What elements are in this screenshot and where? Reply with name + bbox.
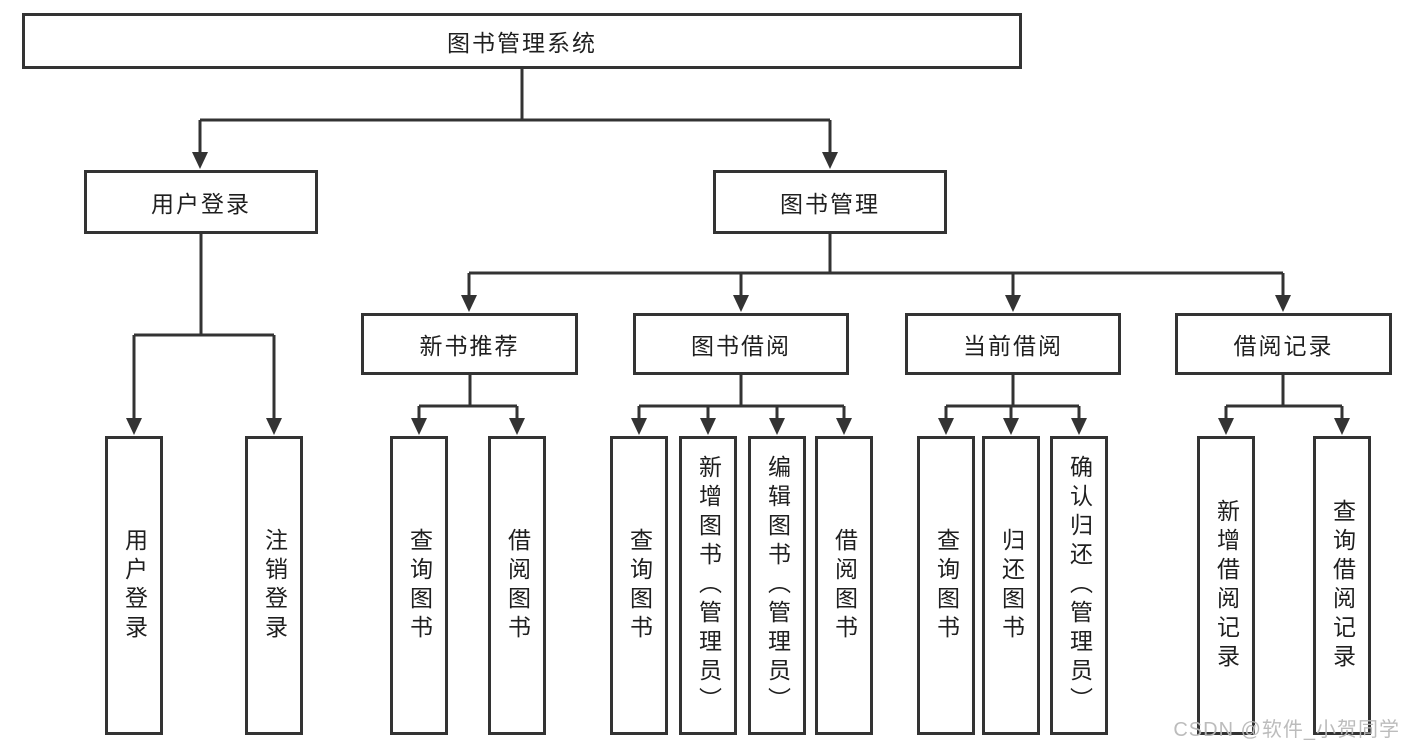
leaf-current-confirm-label: 确认归还（管理员）: [1066, 455, 1093, 716]
leaf-records-query: 查询借阅记录: [1313, 436, 1371, 735]
leaf-newbooks-borrow-label: 借阅图书: [504, 527, 531, 644]
leaf-current-return: 归还图书: [982, 436, 1040, 735]
node-root: 图书管理系统: [22, 13, 1022, 69]
leaf-newbooks-query-label: 查询图书: [406, 527, 433, 644]
node-root-label: 图书管理系统: [447, 30, 597, 56]
leaf-records-query-label: 查询借阅记录: [1329, 498, 1356, 673]
leaf-borrowing-query: 查询图书: [610, 436, 668, 735]
leaf-current-confirm: 确认归还（管理员）: [1050, 436, 1108, 735]
arrowhead: [1005, 295, 1021, 312]
leaf-current-return-label: 归还图书: [998, 527, 1025, 644]
arrowhead: [631, 418, 647, 435]
arrowhead: [769, 418, 785, 435]
connector-borrowing: [637, 375, 846, 420]
arrowhead: [411, 418, 427, 435]
node-book-management: 图书管理: [713, 170, 947, 234]
leaf-borrowing-borrow: 借阅图书: [815, 436, 873, 735]
connector-new-books: [417, 375, 519, 420]
arrowhead: [509, 418, 525, 435]
connector-records: [1224, 375, 1344, 420]
arrowhead: [266, 418, 282, 435]
arrowhead: [1003, 418, 1019, 435]
arrowhead: [836, 418, 852, 435]
node-current-borrow-label: 当前借阅: [963, 333, 1063, 359]
arrowhead: [126, 418, 142, 435]
leaf-current-query: 查询图书: [917, 436, 975, 735]
node-new-books: 新书推荐: [361, 313, 578, 375]
arrowhead: [1334, 418, 1350, 435]
leaf-logout-label: 注销登录: [261, 527, 288, 644]
node-current-borrow: 当前借阅: [905, 313, 1121, 375]
leaf-borrowing-borrow-label: 借阅图书: [831, 527, 858, 644]
arrowhead: [1275, 295, 1291, 312]
node-new-books-label: 新书推荐: [419, 333, 520, 359]
leaf-records-add-label: 新增借阅记录: [1213, 498, 1240, 673]
node-borrowing: 图书借阅: [633, 313, 849, 375]
leaf-borrowing-edit: 编辑图书（管理员）: [748, 436, 806, 735]
leaf-current-query-label: 查询图书: [933, 527, 960, 644]
node-borrowing-label: 图书借阅: [691, 333, 791, 359]
node-user-login: 用户登录: [84, 170, 318, 234]
leaf-newbooks-query: 查询图书: [390, 436, 448, 735]
arrowhead: [938, 418, 954, 435]
node-book-management-label: 图书管理: [780, 191, 880, 217]
connector-book-management: [467, 234, 1285, 297]
arrowhead: [1071, 418, 1087, 435]
leaf-borrowing-edit-label: 编辑图书（管理员）: [764, 455, 791, 716]
leaf-newbooks-borrow: 借阅图书: [488, 436, 546, 735]
leaf-borrowing-add-label: 新增图书（管理员）: [695, 455, 722, 716]
leaf-records-add: 新增借阅记录: [1197, 436, 1255, 735]
leaf-borrowing-query-label: 查询图书: [626, 527, 653, 644]
connector-current: [944, 375, 1081, 420]
arrowhead: [192, 152, 208, 169]
node-borrow-records: 借阅记录: [1175, 313, 1392, 375]
leaf-user-login-label: 用户登录: [121, 527, 148, 644]
arrowhead: [822, 152, 838, 169]
connector-root: [198, 69, 832, 154]
node-borrow-records-label: 借阅记录: [1233, 333, 1334, 359]
connector-user-login: [132, 234, 276, 420]
arrowhead: [733, 295, 749, 312]
csdn-watermark: CSDN @软件_小贺同学: [1173, 719, 1400, 741]
arrowhead: [461, 295, 477, 312]
leaf-logout: 注销登录: [245, 436, 303, 735]
arrowhead: [1218, 418, 1234, 435]
arrowhead: [700, 418, 716, 435]
leaf-user-login: 用户登录: [105, 436, 163, 735]
leaf-borrowing-add: 新增图书（管理员）: [679, 436, 737, 735]
node-user-login-label: 用户登录: [151, 191, 251, 217]
